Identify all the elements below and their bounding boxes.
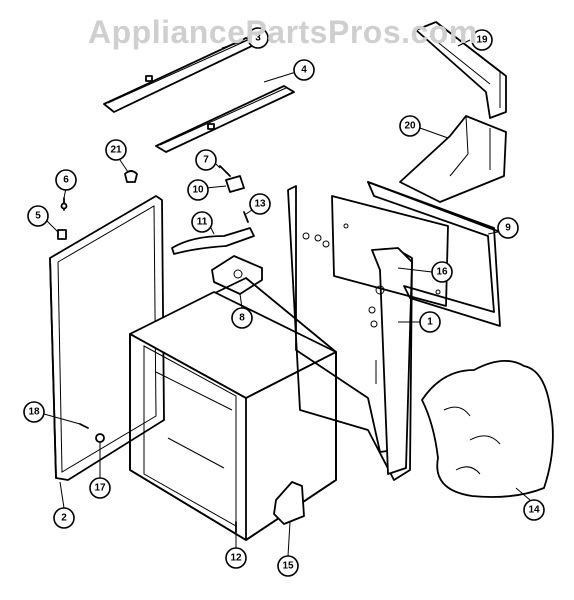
part-21-cap [124,170,138,183]
callout-6: 6 [55,169,77,191]
callout-13: 13 [249,193,271,215]
callout-10: 10 [187,179,209,201]
part-9-rear-panel [367,181,501,327]
callout-label: 10 [192,185,204,196]
part-8-bracket [211,255,263,295]
callout-label: 8 [239,313,245,324]
callout-label: 17 [94,483,106,494]
callout-label: 6 [63,175,69,186]
callout-8: 8 [231,307,253,329]
part-2-frame [49,195,165,481]
callout-label: 5 [35,211,41,222]
callout-9: 9 [497,217,519,239]
callout-label: 21 [110,145,122,156]
callout-20: 20 [399,115,421,137]
part-1-side-rail [287,185,413,481]
callout-17: 17 [89,477,111,499]
callout-label: 11 [197,217,208,228]
part-20-vent-duct-lower [399,115,507,203]
callout-18: 18 [23,401,45,423]
callout-19: 19 [471,29,493,51]
callout-label: 1 [427,317,433,328]
part-5-clip [57,229,67,240]
callout-label: 15 [282,561,294,572]
callout-label: 12 [230,553,242,564]
part-19-vent-duct [415,21,507,119]
callout-label: 13 [254,199,266,210]
callout-label: 3 [255,33,261,44]
part-18-screw [79,423,89,429]
leader-lines [43,39,531,557]
callout-7: 7 [195,149,217,171]
part-7-screw [219,165,231,177]
callout-label: 14 [528,505,540,516]
callout-label: 9 [505,223,511,234]
part-4-trim-strip [155,85,295,153]
callout-label: 2 [61,513,67,524]
part-15-hinge-receiver [273,481,305,525]
callout-label: 4 [301,65,307,76]
callout-21: 21 [105,139,127,161]
callout-label: 20 [404,121,416,132]
callout-1: 1 [419,311,441,333]
part-17-spacer [95,433,105,443]
part-13-screw [243,211,249,223]
part-6-screw [60,197,68,211]
callout-2: 2 [53,507,75,529]
callout-label: 19 [476,35,488,46]
callout-label: 16 [436,267,448,278]
callout-12: 12 [225,547,247,569]
part-11-latch [171,227,255,255]
callout-16: 16 [431,261,453,283]
callout-15: 15 [277,555,299,577]
callout-11: 11 [191,211,213,233]
part-14-insulation [421,360,554,498]
watermark-text: AppliancePartsPros.com [88,14,478,50]
callout-4: 4 [293,59,315,81]
callout-3: 3 [247,27,269,49]
callout-label: 18 [28,407,40,418]
callout-label: 7 [203,155,209,166]
part-10-bracket [225,175,245,193]
part-16-back-panel [331,195,449,307]
callout-5: 5 [27,205,49,227]
callout-14: 14 [523,499,545,521]
